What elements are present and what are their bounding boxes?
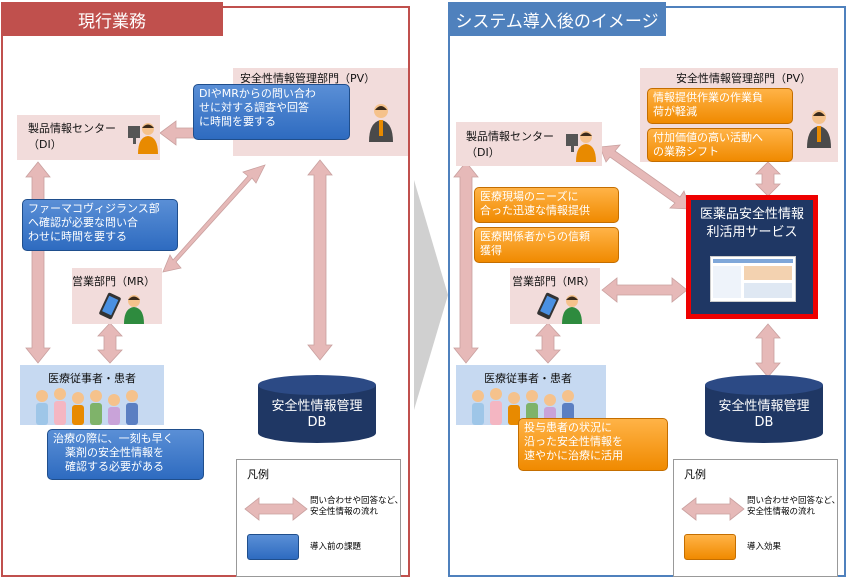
left-legend-arrow-text-1: 問い合わせや回答など、 — [310, 496, 404, 506]
challenge-callout-hcp: 治療の際に、一刻も早く 薬剤の安全性情報を 確認する必要がある — [47, 429, 204, 480]
mr-label: 営業部門（MR） — [72, 275, 156, 288]
effect-callout-di-2-line: 獲得 — [480, 244, 502, 257]
arrow-di-hcp-right — [453, 161, 479, 364]
left-legend-swatch-text: 導入前の課題 — [310, 542, 362, 552]
effect-callout-pv-2: 付加価値の高い活動へ の業務シフト — [647, 128, 793, 162]
legend-arrow-icon — [681, 497, 745, 521]
left-legend-swatch — [247, 534, 299, 560]
current-operations-panel: 現行業務 — [1, 2, 410, 577]
left-legend-title: 凡例 — [247, 468, 269, 481]
left-db-label-1: 安全性情報管理 — [271, 399, 363, 414]
legend-arrow-icon — [244, 497, 308, 521]
effect-callout-hcp: 投与患者の状況に 沿った安全性情報を 速やかに治療に活用 — [518, 418, 668, 471]
di-label-2: （DI） — [28, 138, 62, 151]
effect-callout-di-2: 医療関係者からの信頼 獲得 — [474, 227, 619, 263]
right-legend-swatch — [684, 534, 736, 560]
right-db-label-1: 安全性情報管理 — [718, 399, 810, 414]
challenge-callout-hcp-line: 薬剤の安全性情報を — [65, 446, 164, 459]
pv-label: 安全性情報管理部門（PV） — [240, 72, 376, 85]
post-introduction-title: システム導入後のイメージ — [448, 2, 666, 36]
hcp-people-icon-right — [466, 386, 586, 426]
right-legend-swatch-text: 導入効果 — [747, 542, 782, 552]
di-person-icon-right — [566, 128, 596, 162]
post-introduction-panel: システム導入後のイメージ — [448, 2, 846, 577]
safety-info-service: 医薬品安全性情報利活用サービス — [686, 195, 818, 319]
arrow-pv-db — [307, 159, 333, 361]
arrow-pv-mr — [162, 164, 266, 273]
arrow-pv-service — [755, 161, 781, 197]
effect-callout-pv-2-line: の業務シフト — [653, 145, 719, 158]
challenge-callout-hcp-line: 治療の際に、一刻も早く — [53, 432, 174, 445]
di-label-right-1: 製品情報センター — [466, 130, 554, 143]
transition-arrow-icon — [414, 180, 448, 410]
hcp-label-right: 医療従事者・患者 — [484, 372, 572, 385]
di-label-right-2: （DI） — [466, 146, 500, 159]
mr-tablet-icon — [99, 292, 148, 324]
effect-callout-di-2-line: 医療関係者からの信頼 — [480, 230, 590, 243]
di-label-1: 製品情報センター — [28, 122, 116, 135]
left-legend: 凡例 問い合わせや回答など、安全性情報の流れ 導入前の課題 — [236, 459, 404, 577]
hcp-people-icon — [30, 386, 150, 426]
effect-callout-di-1-line: 医療現場のニーズに — [480, 190, 579, 203]
arrow-mr-hcp — [97, 322, 123, 364]
challenge-callout-di-line: へ確認が必要な問い合 — [28, 216, 138, 229]
mr-node-right — [510, 268, 600, 324]
service-screenshot-thumbnail — [710, 256, 796, 302]
hcp-label: 医療従事者・患者 — [48, 372, 136, 385]
pv-person-icon — [368, 102, 394, 142]
effect-callout-pv-1-line: 荷が軽減 — [653, 105, 697, 118]
mr-tablet-icon-right — [537, 292, 586, 324]
effect-callout-di-1: 医療現場のニーズに 合った迅速な情報提供 — [474, 187, 619, 223]
arrow-mr-hcp-right — [535, 322, 561, 364]
left-legend-arrow-text-2: 安全性情報の流れ — [310, 507, 379, 517]
challenge-callout-hcp-line: 確認する必要がある — [65, 460, 164, 473]
effect-callout-pv-1: 情報提供作業の作業負 荷が軽減 — [647, 88, 793, 124]
arrow-mr-service — [601, 277, 688, 303]
pv-person-icon-right — [806, 108, 832, 148]
effect-callout-pv-2-line: 付加価値の高い活動へ — [653, 131, 763, 144]
mr-label-right: 営業部門（MR） — [512, 275, 596, 288]
effect-callout-di-1-line: 合った迅速な情報提供 — [480, 204, 590, 217]
current-operations-title: 現行業務 — [1, 2, 223, 36]
challenge-callout-pv-line: に時間を要する — [199, 115, 276, 128]
effect-callout-hcp-line: 投与患者の状況に — [524, 421, 612, 434]
service-label-1: 医薬品安全性情報 — [699, 207, 804, 222]
arrow-service-db — [755, 323, 781, 378]
left-db-label-2: DB — [307, 415, 327, 430]
di-person-icon — [128, 120, 158, 154]
right-db-label-2: DB — [754, 415, 774, 430]
challenge-callout-di-line: ファーマコヴィジランス部 — [28, 202, 160, 215]
challenge-callout-di-line: わせに時間を要する — [28, 230, 127, 243]
service-label-2: 利活用サービス — [706, 225, 798, 240]
right-legend: 凡例 問い合わせや回答など、安全性情報の流れ 導入効果 — [673, 459, 841, 577]
pv-label-right: 安全性情報管理部門（PV） — [676, 72, 812, 85]
effect-callout-pv-1-line: 情報提供作業の作業負 — [653, 91, 763, 104]
challenge-callout-pv-line: DIやMRからの問い合わ — [199, 87, 316, 100]
mr-node — [72, 268, 162, 324]
challenge-callout-di: ファーマコヴィジランス部 へ確認が必要な問い合 わせに時間を要する — [22, 199, 178, 251]
right-legend-arrow-text-2: 安全性情報の流れ — [747, 507, 816, 517]
right-legend-arrow-text-1: 問い合わせや回答など、 — [747, 496, 841, 506]
challenge-callout-pv-line: せに対する調査や回答 — [199, 101, 309, 114]
challenge-callout-pv: DIやMRからの問い合わ せに対する調査や回答 に時間を要する — [193, 84, 350, 140]
effect-callout-hcp-line: 速やかに治療に活用 — [524, 449, 623, 462]
right-legend-title: 凡例 — [684, 468, 706, 481]
effect-callout-hcp-line: 沿った安全性情報を — [524, 435, 623, 448]
